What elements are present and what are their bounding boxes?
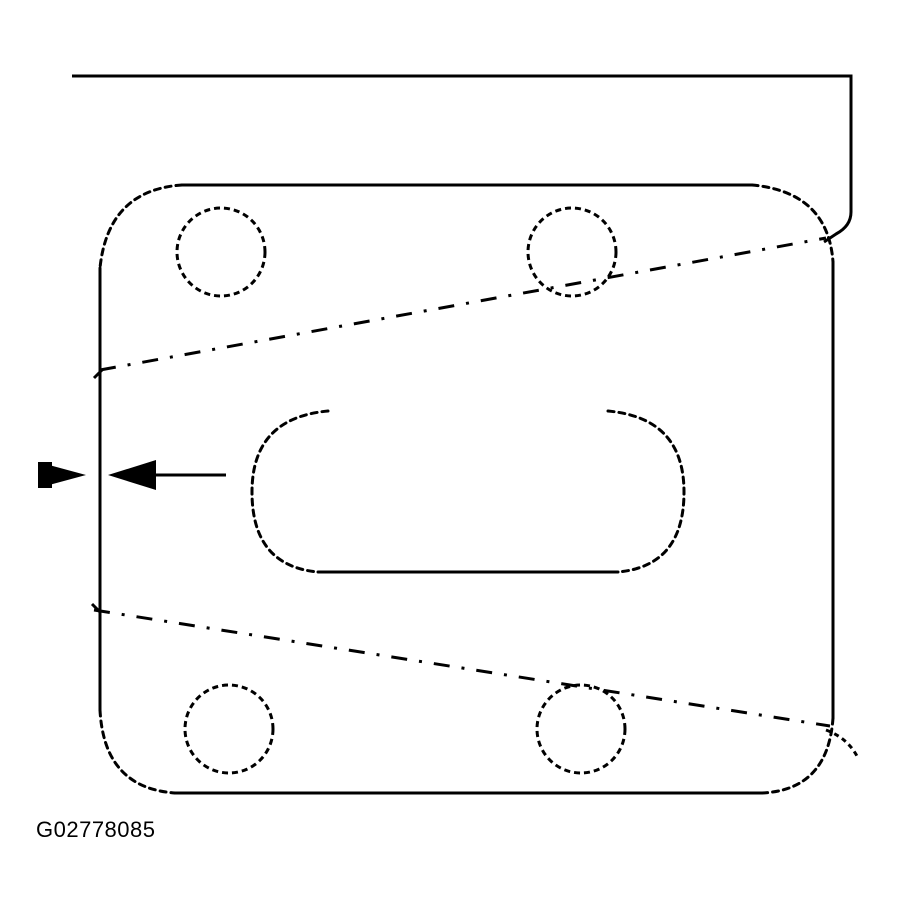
gasket-outline: [98, 183, 835, 795]
leader-line: [72, 74, 853, 244]
bolt-hole-top-left: [175, 206, 267, 298]
direction-arrow: [38, 460, 226, 490]
lower-cut-line: [93, 608, 831, 728]
bolt-hole-top-right: [526, 206, 618, 298]
bolt-hole-bottom-right: [535, 683, 627, 775]
bolt-hole-bottom-left: [183, 683, 275, 775]
upper-cut-line: [99, 236, 827, 372]
section-cut-lines: [90, 236, 860, 759]
arrow-head: [108, 460, 156, 490]
exhaust-port-opening: [250, 409, 686, 574]
figure-id-label: G02778085: [36, 817, 156, 842]
arrow-tail-head: [38, 462, 86, 488]
